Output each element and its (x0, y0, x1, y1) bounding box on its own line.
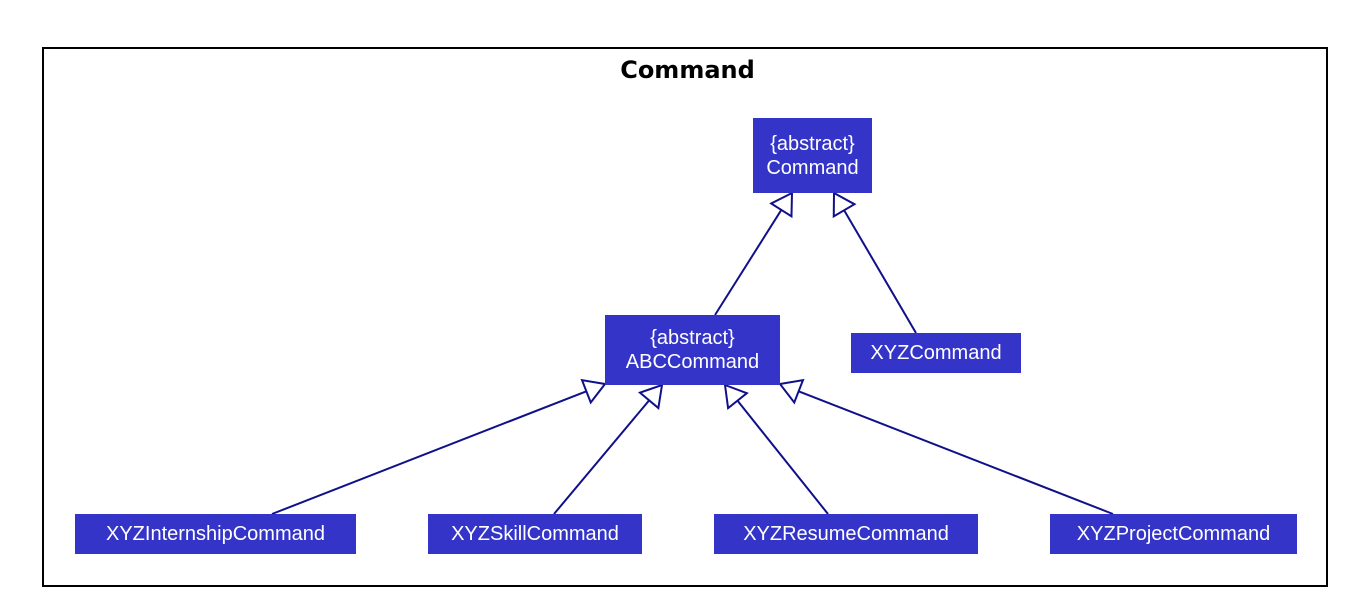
class-command-name: Command (766, 156, 859, 179)
class-xyz-command: XYZCommand (851, 333, 1021, 373)
inheritance-arrow-abc-command (714, 191, 794, 316)
inheritance-arrow-xyz-skill-command (553, 383, 664, 515)
hollow-triangle-arrowhead-icon (723, 383, 749, 411)
package-frame (42, 47, 1328, 587)
inheritance-arrow-xyz-project-command (778, 378, 1114, 515)
inheritance-line (271, 390, 587, 515)
package-title: Command (620, 56, 755, 84)
inheritance-line (553, 399, 650, 515)
inheritance-line (843, 209, 917, 334)
class-xyz-internship-command-name: XYZInternshipCommand (106, 523, 325, 545)
class-xyz-skill-command-name: XYZSkillCommand (451, 523, 619, 545)
hollow-triangle-arrowhead-icon (580, 378, 607, 405)
class-abc-command: {abstract} ABCCommand (605, 315, 780, 385)
class-xyz-resume-command-name: XYZResumeCommand (743, 523, 949, 545)
class-xyz-command-name: XYZCommand (870, 342, 1002, 364)
class-command-stereotype: {abstract} (770, 132, 855, 155)
inheritance-arrow-xyz-resume-command (723, 383, 829, 515)
hollow-triangle-arrowhead-icon (769, 191, 794, 219)
class-xyz-internship-command: XYZInternshipCommand (75, 514, 356, 554)
inheritance-line (798, 390, 1114, 515)
inheritance-line (736, 400, 829, 515)
hollow-triangle-arrowhead-icon (778, 378, 805, 405)
class-xyz-skill-command: XYZSkillCommand (428, 514, 642, 554)
inheritance-line (714, 209, 783, 316)
class-abc-command-stereotype: {abstract} (650, 327, 735, 349)
inheritance-arrow-xyz-command (832, 191, 917, 334)
inheritance-arrow-xyz-internship-command (271, 378, 607, 515)
hollow-triangle-arrowhead-icon (637, 383, 664, 410)
class-command: {abstract} Command (753, 118, 872, 193)
class-xyz-project-command-name: XYZProjectCommand (1076, 523, 1271, 545)
class-abc-command-name: ABCCommand (625, 351, 760, 373)
hollow-triangle-arrowhead-icon (832, 191, 857, 219)
class-xyz-project-command: XYZProjectCommand (1050, 514, 1297, 554)
class-xyz-resume-command: XYZResumeCommand (714, 514, 978, 554)
